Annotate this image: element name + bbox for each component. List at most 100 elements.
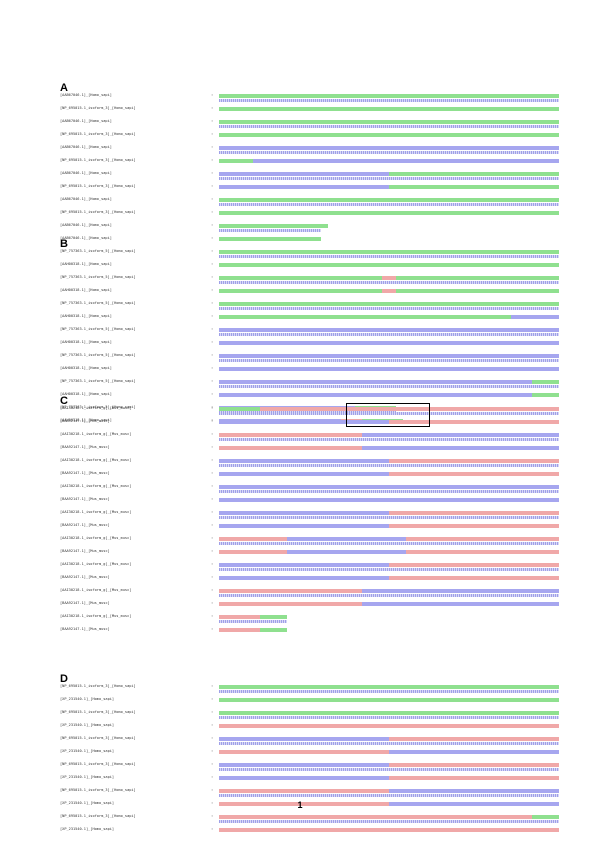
sequence-label: [AAH00318.1]_[Homo_sapi] [60,288,112,292]
match-line [219,516,559,519]
separator: : [211,432,214,436]
sequence-block-red [389,737,559,741]
sequence-label: [XP_231540.1]_[Homo_sapi] [60,723,115,727]
match-line [219,412,559,415]
page-number: 1 [297,800,303,810]
alignment-row: [BAA92147.1]_[Mus_musc]: [60,549,559,554]
sequence-block-blue [219,524,389,528]
sequence-label: [NP_695015.1_isoform_3]_[Homo_sapi] [60,710,136,714]
match-line [219,464,559,467]
separator: : [211,171,214,175]
separator: : [211,418,214,422]
separator: : [211,588,214,592]
alignment-row: [NP_757363.1_isoform_5]_[Homo_sapi]: [60,301,559,306]
sequence-label: [NP_757363.1_isoform_5]_[Homo_sapi] [60,275,136,279]
sequence-block-green [219,250,559,254]
alignment-row: [BAA92147.1]_[Mus_musc]: [60,419,559,424]
sequence-label: [XP_231540.1]_[Homo_sapi] [60,697,115,701]
sequence-block-blue [219,172,389,176]
sequence-label: [NP_757363.1_isoform_5]_[Homo_sapi] [60,405,136,409]
sequence-label: [XP_231540.1]_[Homo_sapi] [60,827,115,831]
sequence-label: [AAI30218.1_isoform_g]_[Mus_musc] [60,562,132,566]
match-line [219,307,559,310]
sequence-block-green [389,185,559,189]
sequence-label: [NP_695015.1_isoform_3]_[Homo_sapi] [60,158,136,162]
match-line [219,542,559,545]
sequence-block-red [406,537,559,541]
sequence-label: [NP_695015.1_isoform_3]_[Homo_sapi] [60,684,136,688]
alignment-row: [NP_695015.1_isoform_3]_[Homo_sapi]: [60,788,559,793]
sequence-block-green [219,237,321,241]
sequence-label: [BAA92147.1]_[Mus_musc] [60,549,110,553]
separator: : [211,301,214,305]
separator: : [211,327,214,331]
alignment-row: [AAB67046.1]_[Homo_sapi]: [60,236,540,241]
match-line [219,151,559,154]
sequence-block-red [389,459,559,463]
sequence-label: [AAB67046.1]_[Homo_sapi] [60,236,112,240]
match-line [219,490,559,493]
separator: : [211,184,214,188]
match-line [219,690,559,693]
separator: : [211,158,214,162]
separator: : [211,210,214,214]
match-line [219,716,559,719]
sequence-block-blue [219,576,389,580]
alignment-row: [AAI30218.1_isoform_g]_[Mus_musc]: [60,406,559,411]
sequence-block-red [382,276,396,280]
alignment-row: [NP_695015.1_isoform_3]_[Homo_sapi]: [60,106,559,111]
alignment-row: [AAH00318.1]_[Homo_sapi]: [60,392,559,397]
separator: : [211,788,214,792]
separator: : [211,379,214,383]
sequence-label: [XP_231540.1]_[Homo_sapi] [60,801,115,805]
alignment-row: [NP_695015.1_isoform_3]_[Homo_sapi]: [60,814,559,819]
panel-letter-a: A [60,82,68,94]
alignment-row: [XP_231540.1]_[Homo_sapi]: [60,775,559,780]
sequence-label: [BAA92147.1]_[Mus_musc] [60,627,110,631]
sequence-block-green [395,289,559,293]
sequence-label: [BAA92147.1]_[Mus_musc] [60,419,110,423]
sequence-block-red [259,407,559,411]
separator: : [211,288,214,292]
sequence-label: [AAI30218.1_isoform_g]_[Mus_musc] [60,588,132,592]
separator: : [211,419,214,423]
sequence-label: [BAA92147.1]_[Mus_musc] [60,497,110,501]
sequence-label: [NP_695015.1_isoform_3]_[Homo_sapi] [60,106,136,110]
alignment-row: [AAI30218.1_isoform_g]_[Mus_musc]: [60,614,540,619]
sequence-label: [AAI30218.1_isoform_g]_[Mus_musc] [60,614,132,618]
sequence-block-blue [361,602,559,606]
separator: : [211,614,214,618]
separator: : [211,106,214,110]
sequence-block-green [219,94,559,98]
match-line [219,594,559,597]
sequence-block-blue [219,776,389,780]
separator: : [211,314,214,318]
alignment-row: [BAA92147.1]_[Mus_musc]: [60,575,559,580]
match-line [219,177,559,180]
sequence-label: [BAA92147.1]_[Mus_musc] [60,523,110,527]
sequence-block-green [219,711,559,715]
alignment-row: [AAH00318.1]_[Homo_sapi]: [60,314,559,319]
match-line [219,333,559,336]
separator: : [211,801,214,805]
separator: : [211,249,214,253]
sequence-block-red [219,589,362,593]
separator: : [211,510,214,514]
alignment-row: [AAB67046.1]_[Homo_sapi]: [60,145,559,150]
match-line [219,255,559,258]
sequence-block-red [219,628,260,632]
sequence-block-green [395,276,559,280]
alignment-row: [NP_695015.1_isoform_3]_[Homo_sapi]: [60,132,559,137]
sequence-block-blue [219,420,389,424]
panel-letter-b: B [60,238,68,250]
sequence-block-red [389,576,559,580]
sequence-label: [BAA92147.1]_[Mus_musc] [60,471,110,475]
sequence-block-red [219,446,362,450]
separator: : [211,132,214,136]
sequence-label: [BAA92147.1]_[Mus_musc] [60,575,110,579]
sequence-block-blue [361,433,559,437]
sequence-block-blue [219,472,389,476]
sequence-block-green [259,615,287,619]
sequence-label: [BAA92147.1]_[Mus_musc] [60,445,110,449]
sequence-label: [AAB67046.1]_[Homo_sapi] [60,197,112,201]
